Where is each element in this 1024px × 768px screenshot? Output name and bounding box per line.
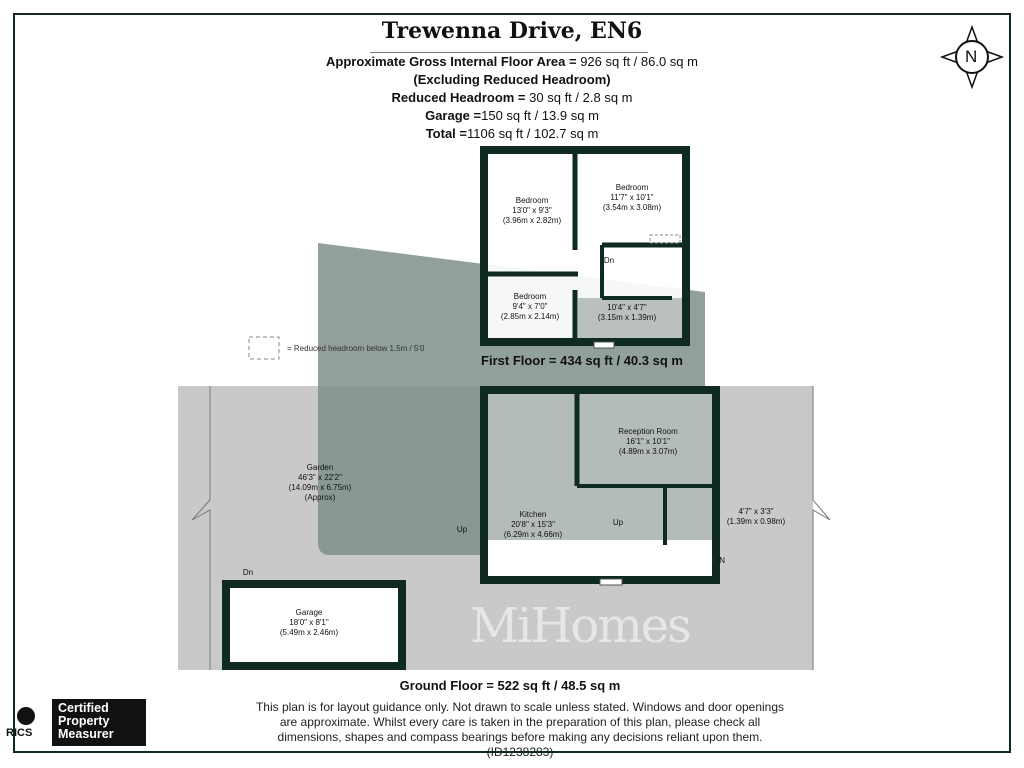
- stairs-up-label-garden: Up: [456, 525, 468, 534]
- rics-logo-icon: [17, 707, 35, 725]
- boundary-break-left: [191, 386, 211, 670]
- page-frame: [13, 13, 1011, 753]
- watermark: MiHomes: [470, 598, 692, 654]
- property-title: Trewenna Drive, EN6: [381, 18, 643, 44]
- reduced-headroom-swatch: [248, 336, 280, 360]
- entrance-label: IN: [717, 556, 725, 565]
- excluding-note: (Excluding Reduced Headroom): [413, 72, 611, 87]
- room-label-bathroom: 10'4" x 4'7"(3.15m x 1.39m): [597, 303, 657, 322]
- disclaimer: This plan is for layout guidance only. N…: [255, 700, 785, 759]
- room-label-wc: 4'7" x 3'3"(1.39m x 0.98m): [726, 507, 786, 526]
- boundary-break-right: [812, 386, 831, 670]
- stairs-down-label: Dn: [603, 256, 615, 265]
- ground-floor-plan: [222, 386, 720, 670]
- first-floor-plan: [480, 146, 690, 349]
- title-divider: [370, 52, 648, 53]
- ground-floor-caption: Ground Floor = 522 sq ft / 48.5 sq m: [399, 678, 621, 693]
- reduced-headroom-area: Reduced Headroom = 30 sq ft / 2.8 sq m: [391, 90, 633, 105]
- legend-text: = Reduced headroom below 1.5m / 5'0: [287, 344, 425, 353]
- total-area: Total =1106 sq ft / 102.7 sq m: [425, 126, 599, 141]
- gross-area: Approximate Gross Internal Floor Area = …: [326, 54, 698, 69]
- compass-north-label: N: [965, 47, 978, 66]
- compass-icon: [939, 24, 1005, 90]
- first-floor-caption: First Floor = 434 sq ft / 40.3 sq m: [481, 353, 683, 368]
- garage-step-down-label: Dn: [242, 568, 254, 577]
- stairs-up-label-hall: Up: [612, 518, 624, 527]
- rics-text: RICS: [6, 727, 33, 739]
- garage-area: Garage =150 sq ft / 13.9 sq m: [425, 108, 599, 123]
